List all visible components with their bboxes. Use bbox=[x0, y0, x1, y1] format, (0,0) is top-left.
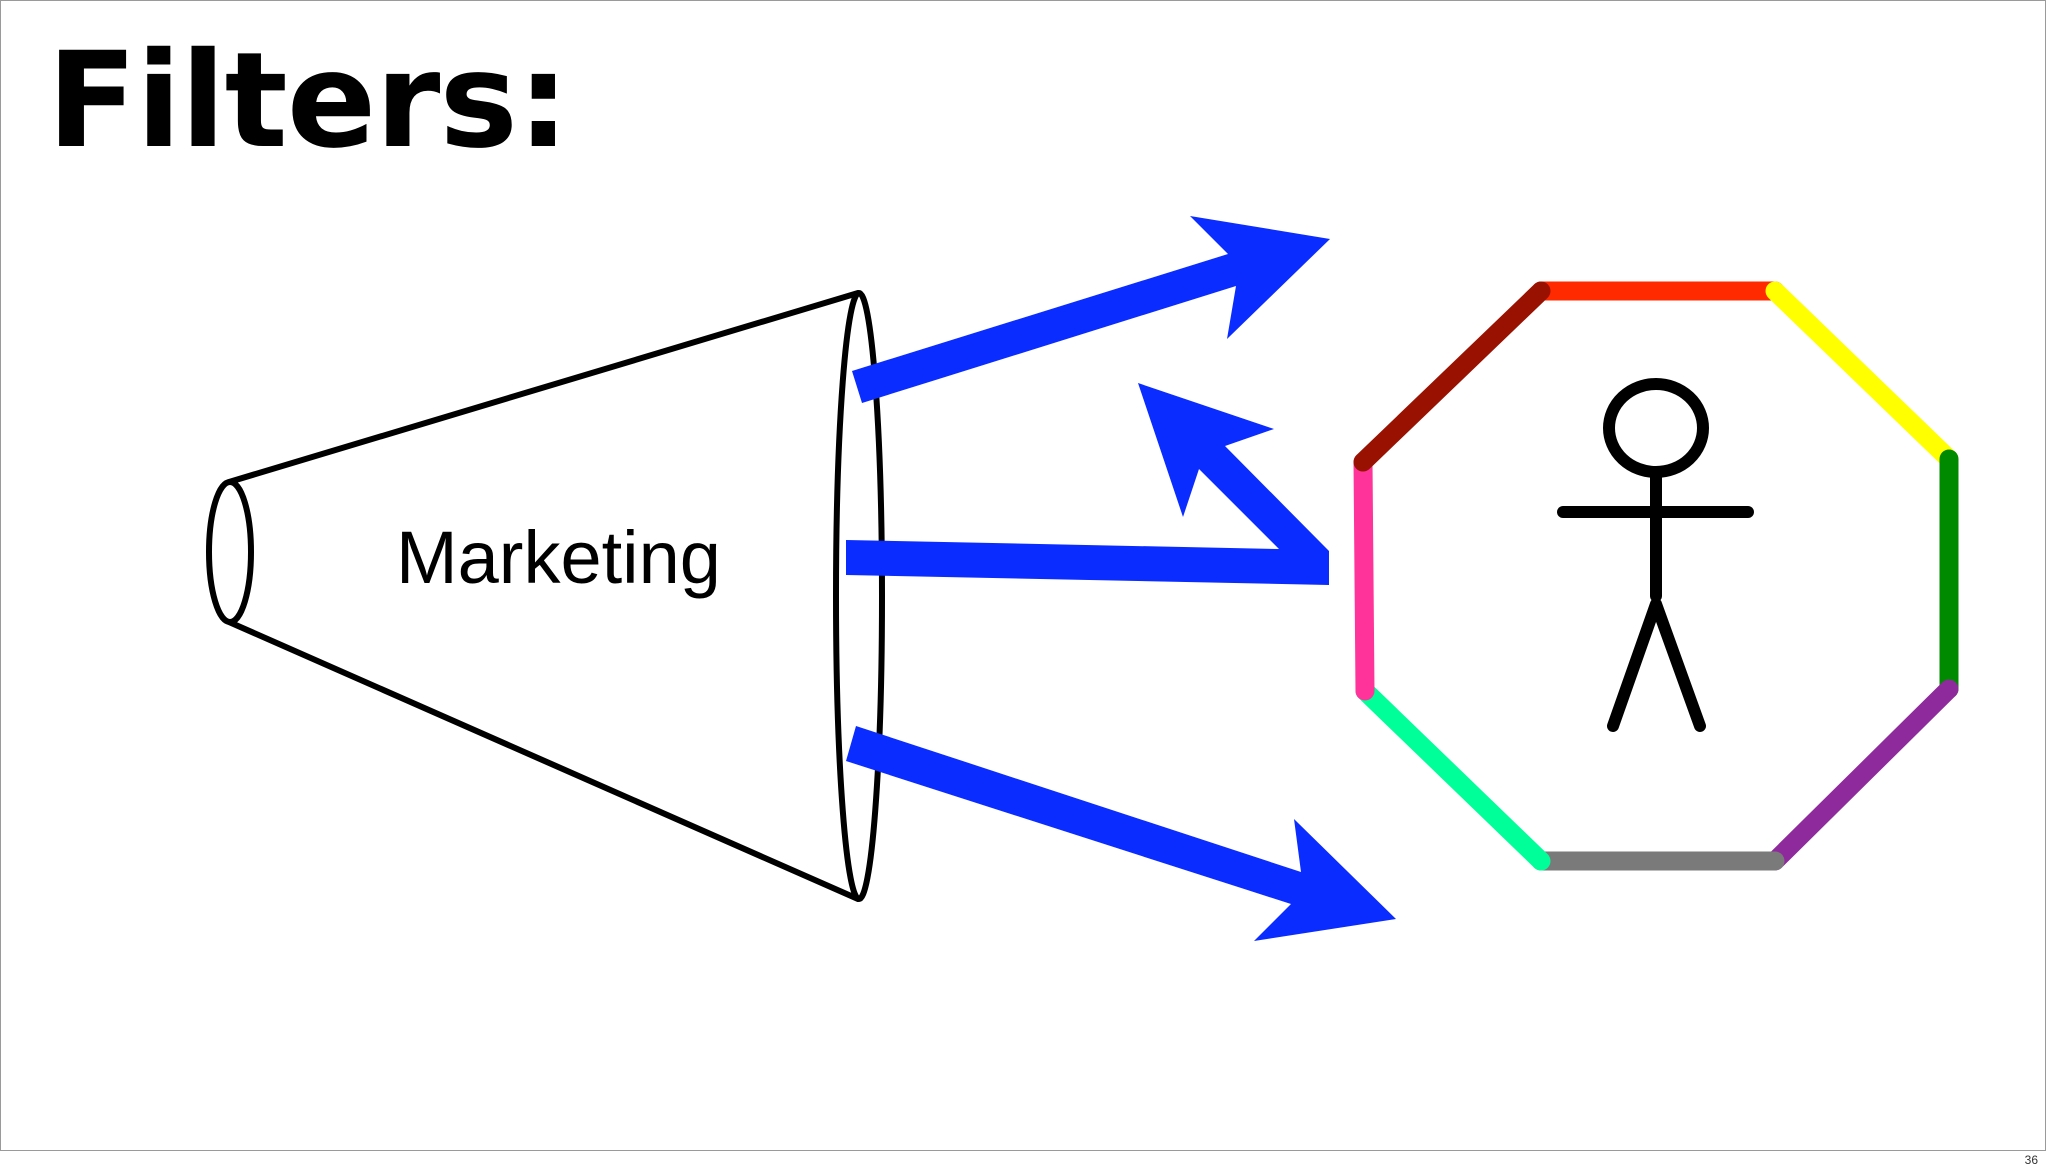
megaphone-label: Marketing bbox=[396, 516, 721, 599]
stick-person-icon bbox=[1557, 378, 1754, 732]
megaphone-top-edge bbox=[226, 290, 861, 485]
octagon-edge-lower-left bbox=[1355, 681, 1551, 871]
megaphone-bell-rim bbox=[833, 290, 885, 902]
arrow-bounce-back bbox=[846, 383, 1329, 585]
megaphone-bottom-edge bbox=[226, 619, 861, 902]
megaphone-mouthpiece bbox=[206, 479, 254, 625]
slide-title: Filters: bbox=[47, 24, 570, 178]
message-arrows bbox=[846, 216, 1396, 941]
octagon-edge-upper-right bbox=[1765, 281, 1959, 469]
octagon-edge-left bbox=[1353, 452, 1375, 701]
octagon-edge-lower-right bbox=[1765, 679, 1959, 871]
page-number: 36 bbox=[2024, 1153, 2038, 1167]
arrow-down-right bbox=[846, 726, 1396, 941]
octagon-filter bbox=[1353, 281, 1959, 871]
megaphone bbox=[206, 290, 885, 902]
octagon-edge-upper-left bbox=[1353, 281, 1551, 472]
arrow-up-right bbox=[852, 216, 1330, 403]
stick-person-head bbox=[1603, 378, 1709, 478]
stick-person-legs bbox=[1607, 598, 1706, 732]
